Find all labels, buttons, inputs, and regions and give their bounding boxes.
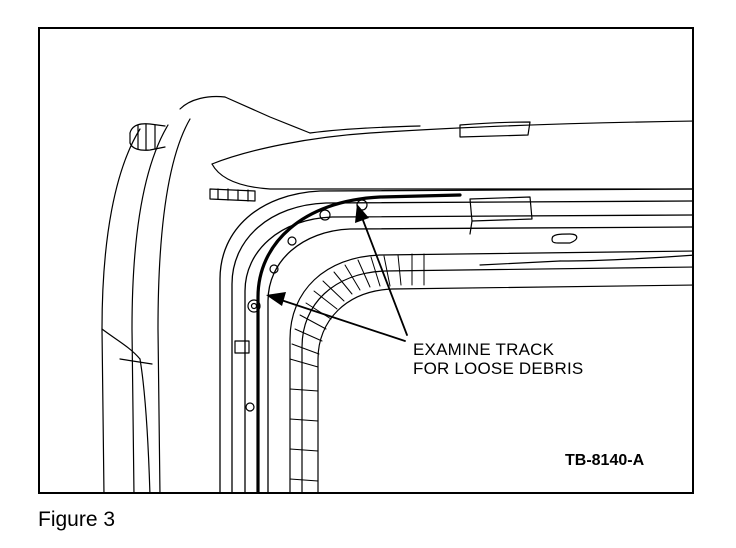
reference-code: TB-8140-A (565, 452, 645, 469)
sunroof-track-illustration (101, 95, 692, 492)
rear-panel (469, 196, 692, 266)
roof-header (179, 95, 692, 190)
callout-line-2: FOR LOOSE DEBRIS (413, 359, 584, 378)
inner-frame (289, 250, 692, 492)
body-pillar (101, 118, 191, 492)
sunroof-frame (219, 188, 692, 492)
arrowheads (266, 204, 369, 306)
callout-label: EXAMINE TRACK FOR LOOSE DEBRIS (413, 340, 583, 378)
frame-ribs (289, 253, 425, 482)
examine-track (256, 193, 462, 492)
fastener-holes (234, 199, 578, 412)
leader-arrows (277, 214, 408, 342)
figure-frame: EXAMINE TRACK FOR LOOSE DEBRIS TB-8140-A (38, 27, 694, 494)
drain-hose (129, 123, 166, 151)
figure-caption: Figure 3 (38, 508, 116, 531)
corner-clips (209, 188, 256, 202)
callout-line-1: EXAMINE TRACK (413, 340, 555, 359)
